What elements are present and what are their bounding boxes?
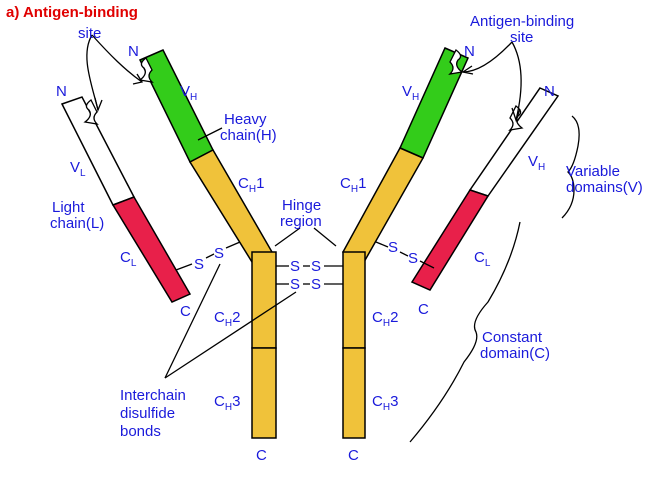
right-heavy-binding-notch	[448, 49, 464, 75]
ch3-left-label: CH3	[214, 393, 240, 413]
site-right-label-2: site	[510, 29, 533, 46]
disulfide-s-left-1: S	[194, 256, 204, 273]
vh-left-label: VH	[180, 83, 197, 103]
constant-domain-label-2: domain(C)	[480, 345, 550, 362]
left-heavy-binding-notch	[138, 57, 154, 83]
ch2-left-label: CH2	[214, 309, 240, 329]
figure-title: a) Antigen-binding	[6, 4, 138, 21]
vh-right-domain-label: VH	[528, 153, 545, 173]
n-terminus-left-heavy: N	[128, 43, 139, 60]
ch2-right-label: CH2	[372, 309, 398, 329]
constant-brace	[409, 221, 521, 443]
interchain-label-2: disulfide	[120, 405, 175, 422]
n-terminus-right-heavy: N	[464, 43, 475, 60]
left-light-binding-notch	[83, 99, 99, 125]
light-chain-label-2: chain(L)	[50, 215, 104, 232]
hinge-s-bottom-2: S	[311, 276, 321, 293]
interchain-label-3: bonds	[120, 423, 161, 440]
n-terminus-left-light: N	[56, 83, 67, 100]
c-terminus-left-light: C	[180, 303, 191, 320]
vh-right-label: VH	[402, 83, 419, 103]
n-terminus-right-light: N	[544, 83, 555, 100]
hinge-label-1: Hinge	[282, 197, 321, 214]
constant-domain-label-1: Constant	[482, 329, 543, 346]
cl-right-label: CL	[474, 249, 491, 269]
site-left-label: site	[78, 25, 101, 42]
variable-domains-label-1: Variable	[566, 163, 620, 180]
disulfide-s-left-2: S	[214, 245, 224, 262]
right-heavy-variable-domain	[399, 47, 469, 159]
right-light-variable-domain	[468, 87, 560, 197]
c-terminus-right-heavy: C	[348, 447, 359, 464]
cl-left-label: CL	[120, 249, 137, 269]
light-chain-label-1: Light	[52, 199, 85, 216]
interchain-label-1: Interchain	[120, 387, 186, 404]
right-heavy-ch2-domain	[342, 251, 366, 349]
left-light-variable-domain	[60, 96, 136, 206]
site-right-label-1: Antigen-binding	[470, 13, 574, 30]
c-terminus-left-heavy: C	[256, 447, 267, 464]
variable-domains-label-2: domains(V)	[566, 179, 643, 196]
disulfide-s-right-2: S	[408, 250, 418, 267]
left-heavy-ch2-domain	[251, 251, 277, 349]
hinge-s-bottom-1: S	[290, 276, 300, 293]
hinge-s-top-1: S	[290, 258, 300, 275]
vl-left-label: VL	[70, 159, 86, 179]
c-terminus-right-light: C	[418, 301, 429, 318]
disulfide-s-right-1: S	[388, 239, 398, 256]
hinge-label-2: region	[280, 213, 322, 230]
left-light-constant-domain	[111, 196, 192, 303]
ch1-right-label: CH1	[340, 175, 366, 195]
heavy-chain-label-2: chain(H)	[220, 127, 277, 144]
left-heavy-ch3-domain	[251, 347, 277, 439]
ch3-right-label: CH3	[372, 393, 398, 413]
hinge-s-top-2: S	[311, 258, 321, 275]
right-light-constant-domain	[410, 189, 490, 291]
variable-brace	[561, 115, 580, 219]
ch1-left-label: CH1	[238, 175, 264, 195]
right-heavy-ch3-domain	[342, 347, 366, 439]
heavy-chain-label-1: Heavy	[224, 111, 267, 128]
